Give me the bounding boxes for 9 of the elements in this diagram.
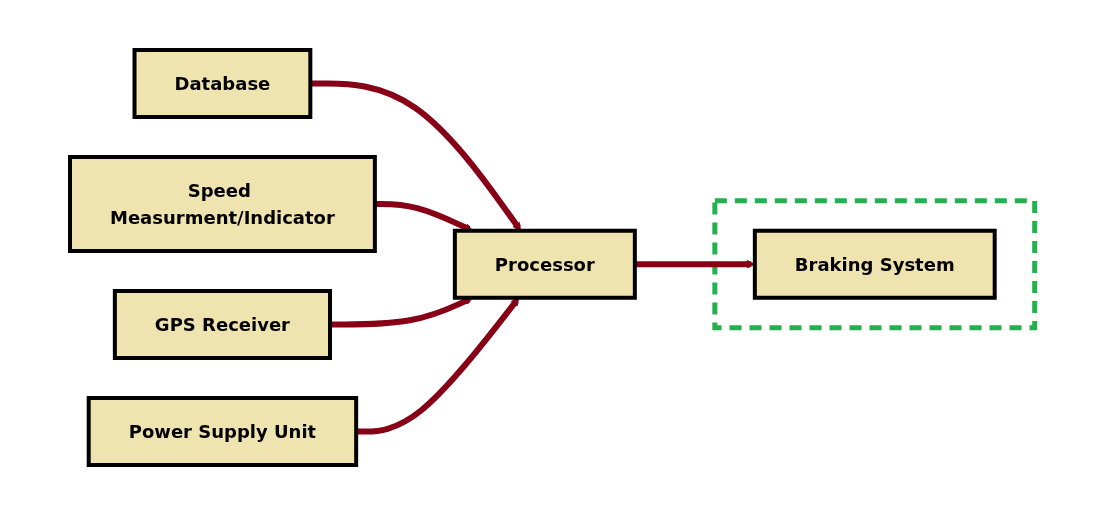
cluster — [712, 197, 1037, 330]
arrow — [374, 200, 473, 232]
node-box: Braking System — [752, 228, 997, 300]
node-box: Speed Measurment/Indicator — [67, 154, 377, 253]
arrow — [310, 80, 521, 231]
node-box: Database — [132, 47, 312, 119]
node-box: GPS Receiver — [112, 288, 332, 360]
node-box: Power Supply Unit — [86, 395, 358, 467]
node-box: Processor — [452, 228, 637, 300]
